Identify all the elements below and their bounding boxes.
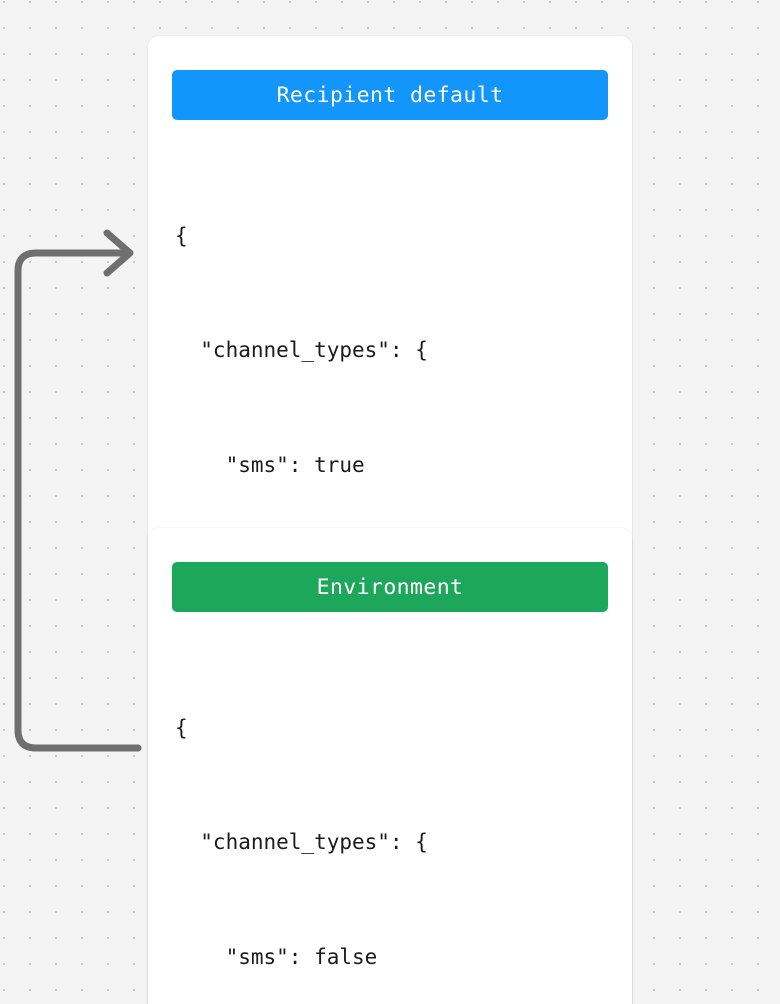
card-environment: Environment { "channel_types": { "sms": … [148, 528, 632, 1004]
code-line: "channel_types": { [175, 830, 428, 855]
card-header-label: Environment [316, 574, 464, 600]
code-line: "sms": false [175, 945, 378, 970]
arrow-path [14, 249, 142, 752]
json-code-environment: { "channel_types": { "sms": false }, "ca… [172, 632, 608, 1004]
code-line: "sms": true [175, 453, 365, 478]
code-line: { [175, 715, 188, 740]
overrides-arrow [14, 229, 142, 752]
arrow-head-icon [103, 229, 134, 277]
code-line: { [175, 223, 188, 248]
code-line: "channel_types": { [175, 338, 428, 363]
card-header-label: Recipient default [276, 82, 504, 108]
card-header-environment: Environment [172, 562, 608, 612]
card-header-recipient-default: Recipient default [172, 70, 608, 120]
